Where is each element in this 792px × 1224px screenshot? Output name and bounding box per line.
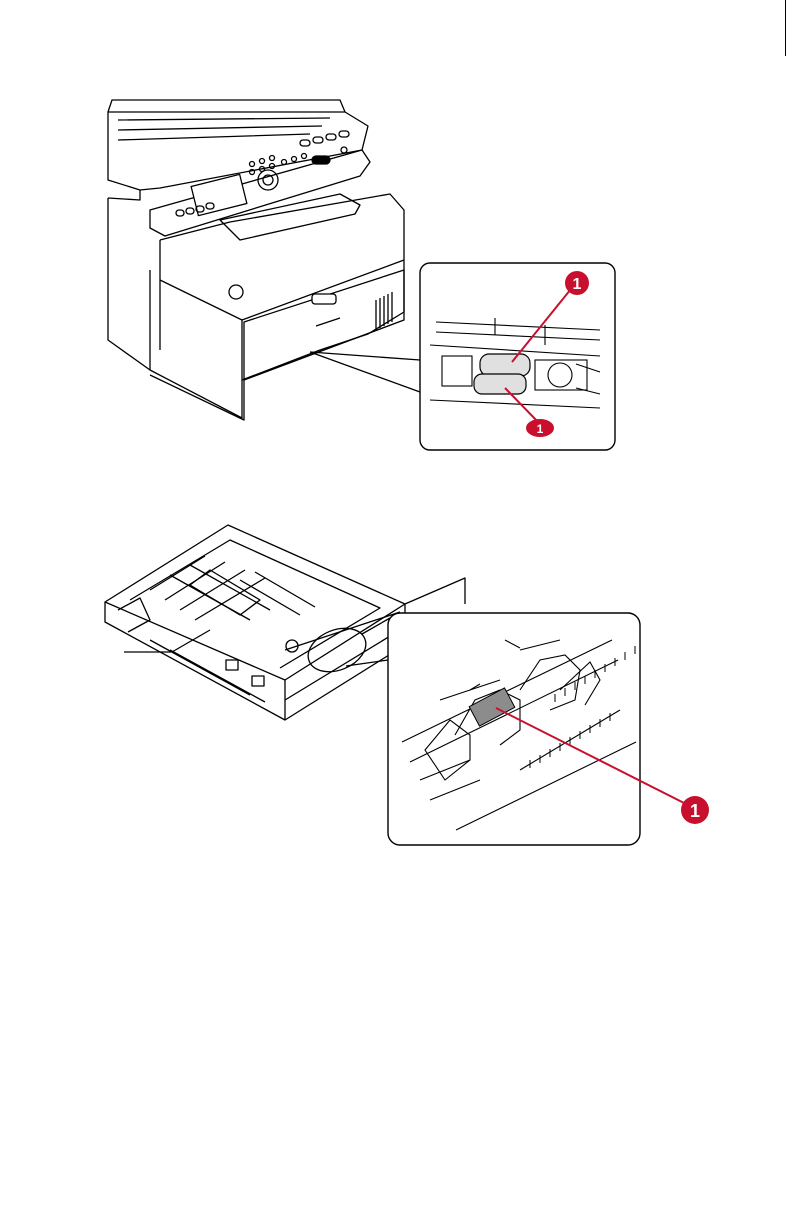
callout-marker-top-2: 1: [526, 419, 554, 437]
printer-illustration: [108, 100, 420, 420]
svg-text:1: 1: [690, 801, 700, 821]
svg-text:1: 1: [573, 276, 582, 293]
svg-text:1: 1: [537, 422, 544, 436]
zoom-detail-separation-pad: [388, 613, 640, 845]
callout-marker-bottom-1: 1: [681, 796, 709, 824]
callout-marker-top-1: 1: [565, 271, 589, 295]
pickup-roller: [474, 354, 530, 394]
